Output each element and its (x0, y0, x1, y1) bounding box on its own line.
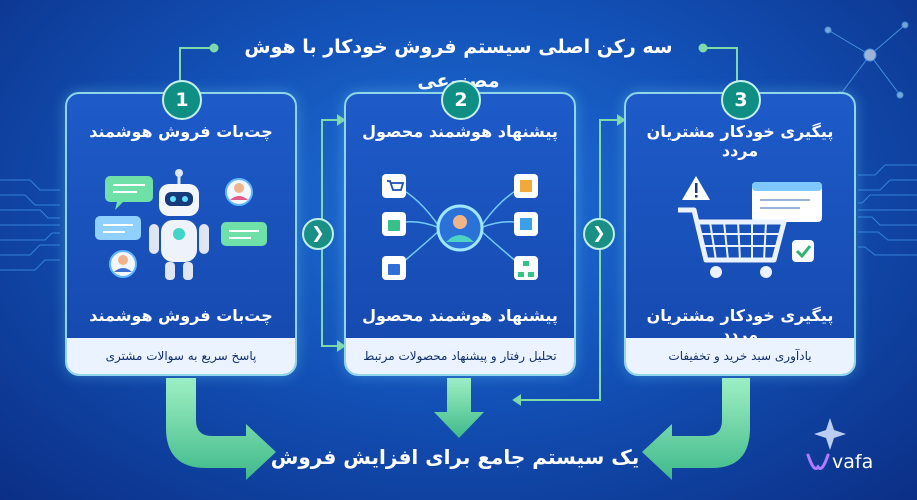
card-caption: پاسخ سریع به سوالات مشتری (67, 338, 295, 374)
chat-bubble-icon (95, 216, 141, 240)
box-icon (514, 212, 538, 236)
chat-bubble-icon (221, 222, 267, 246)
card-caption: یادآوری سبد خرید و تخفیفات (626, 338, 854, 374)
circuit-left-decoration (0, 179, 60, 271)
shopping-bag-icon (382, 256, 406, 280)
circuit-right-decoration (858, 164, 917, 256)
page-title: سه رکن اصلی سیستم فروش خودکار با هوش مصن… (244, 36, 673, 92)
network-decoration (824, 21, 909, 99)
card-number: 1 (162, 80, 202, 120)
user-avatar-icon (109, 250, 137, 278)
footer-text: یک سیستم جامع برای افزایش فروش (270, 445, 640, 469)
cart-icon (382, 174, 406, 198)
check-icon (792, 240, 814, 262)
side-connectors (321, 114, 626, 406)
card-heading: چت‌بات فروش هوشمند (89, 122, 273, 141)
user-avatar-icon (225, 178, 253, 206)
card-heading: پیگیری خودکار مشتریان مردد (646, 122, 834, 160)
hierarchy-icon (514, 256, 538, 280)
card-subheading: پیشنهاد هوشمند محصول (362, 306, 558, 325)
user-icon (436, 204, 484, 252)
card-number: 3 (721, 80, 761, 120)
card-number: 2 (441, 80, 481, 120)
brand-name: vafa (832, 451, 874, 473)
chat-bubble-icon (105, 176, 153, 210)
card-caption: تحلیل رفتار و پیشنهاد محصولات مرتبط (346, 338, 574, 374)
sparkle-icon (814, 418, 846, 450)
card-heading: پیشنهاد هوشمند محصول (362, 122, 558, 141)
card-subheading: چت‌بات فروش هوشمند (89, 306, 273, 325)
browser-window-icon (752, 182, 822, 222)
robot-illustration (95, 169, 267, 280)
chevron-right-icon: ❯ (583, 218, 615, 250)
card-followup: 3 پیگیری خودکار مشتریان مردد (624, 80, 856, 376)
logo-mark-icon (806, 453, 830, 470)
warning-icon (682, 176, 710, 200)
robot-icon (149, 169, 209, 280)
shopping-bag-icon (382, 212, 406, 236)
recommendation-illustration (382, 174, 538, 280)
chevron-right-icon: ❯ (302, 218, 334, 250)
box-icon (514, 174, 538, 198)
card-chatbot: 1 چت‌بات فروش هوشمند (65, 80, 297, 376)
top-connector (179, 43, 738, 92)
brand-logo: vafa (806, 449, 886, 475)
card-product-recommendation: 2 پیشنهاد هوشمند محصول (344, 80, 576, 376)
cart-illustration (678, 176, 822, 278)
shopping-cart-icon (678, 207, 787, 278)
flow-arrows (166, 378, 750, 480)
